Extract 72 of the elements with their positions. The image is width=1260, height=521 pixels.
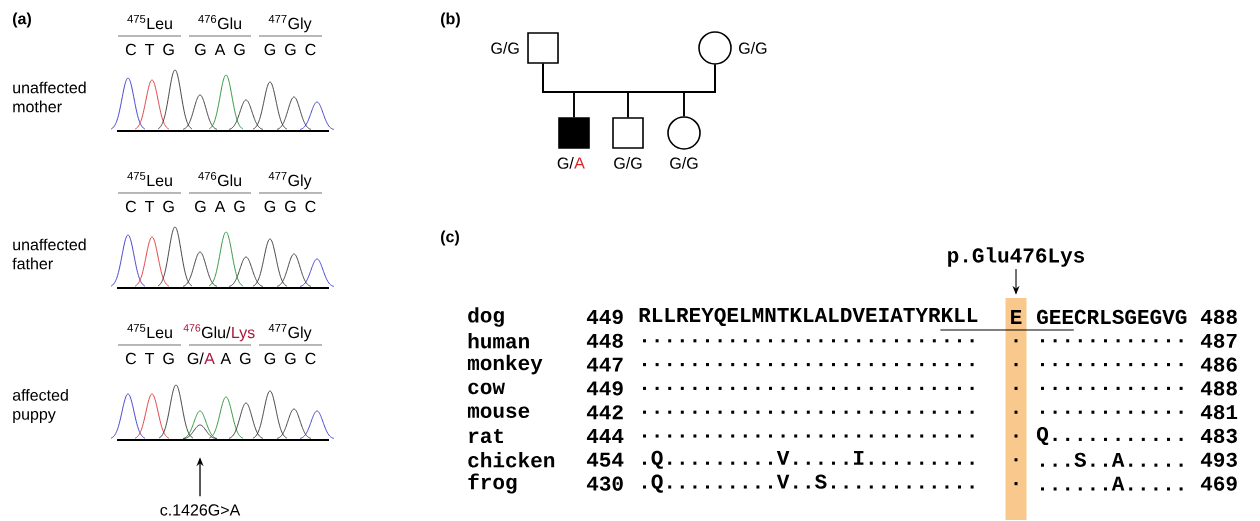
sequence: ........................... [643,339,974,343]
codon-header: $^{475}$Leu [127,324,172,339]
pedigree-square [612,117,644,149]
panel-label: (c) [441,230,459,246]
pedigree-square [558,117,590,149]
chromatogram-drawing [110,226,335,289]
codon-header: 476 [183,324,201,332]
codon-header: $^{476}$Glu [198,14,241,30]
mutation-label: c.1426G>A [160,504,241,516]
residue-number: 430 [586,476,623,491]
sample-label: affected puppy [12,389,68,423]
residue-number: 483 [1200,428,1237,444]
species-name: dog [468,307,504,327]
species-name: cow [468,382,505,395]
chromatogram-drawing [110,384,335,441]
residue-number: 448 [586,333,623,348]
sequence: ........................... [643,363,974,367]
pedigree-circle [698,31,732,65]
residue-number: 444 [586,429,624,443]
pedigree-circle [667,116,701,150]
sequence: ........................... [643,410,974,414]
mutation-label: p.Glu476Lys [948,247,1084,267]
codon-bases: G/ [187,352,204,365]
genotype-label: G/ [557,157,574,169]
species-name: monkey [467,354,543,375]
panel-label: (a) [13,12,31,28]
codon-header: $^{476}$Glu [198,171,241,187]
residue-number: 449 [586,381,623,396]
sample-label: unaffected father [12,238,86,270]
residue-number: 481 [1200,405,1238,420]
residue-number: 447 [586,357,623,372]
codon-header: $^{475}$Leu [127,15,172,30]
species-name: frog [468,473,517,494]
residue-number: 449 [586,309,623,325]
residue-number: 488 [1200,309,1237,325]
codon-header: $^{477}$Gly [268,172,312,190]
species-name: mouse [467,406,530,418]
sequence: ........................... [643,434,974,438]
genotype-label: A [574,157,585,169]
sequence: .Q.........V.....I......... [643,450,974,469]
residue-number: 493 [1200,452,1237,467]
residue-number: 487 [1200,333,1237,348]
species-name: chicken [468,452,555,468]
species-name: human [468,333,529,349]
genotype-label: G/G [670,157,698,169]
highlight-band: E . . . . . . . [1005,298,1027,520]
codon-bases: G G C [264,352,316,365]
sequence: RLLREYQELMNTKLALDVEIATYRKLL [639,307,978,327]
residue-number: 486 [1200,357,1237,372]
codon-bases: A [204,353,215,364]
residue-number: 488 [1200,381,1237,396]
codon-bases: C T G [125,352,174,365]
codon-header: Lys [232,327,255,342]
residue-number: 454 [586,452,624,467]
panel-label: (b) [441,12,460,28]
sequence: ........................... [643,386,974,390]
chromatogram-drawing [110,69,335,132]
codon-header: $^{475}$Leu [127,172,172,187]
species-name: rat [469,428,504,444]
genotype-label: G/G [739,42,767,54]
codon-header: $^{477}$Gly [268,324,312,342]
genotype-label: G/G [614,157,642,169]
codon-bases: A G [220,352,251,365]
residue-number: 469 [1200,476,1237,491]
genotype-label: G/G [491,42,519,54]
pedigree-square [527,32,559,64]
pedigree-line [683,64,716,117]
codon-header: Glu/ [201,326,231,339]
residue-number: 442 [586,405,623,420]
sequence: .Q.........V..S............ [643,474,974,493]
codon-header: $^{477}$Gly [268,15,312,33]
sample-label: unaffected mother [13,81,86,113]
